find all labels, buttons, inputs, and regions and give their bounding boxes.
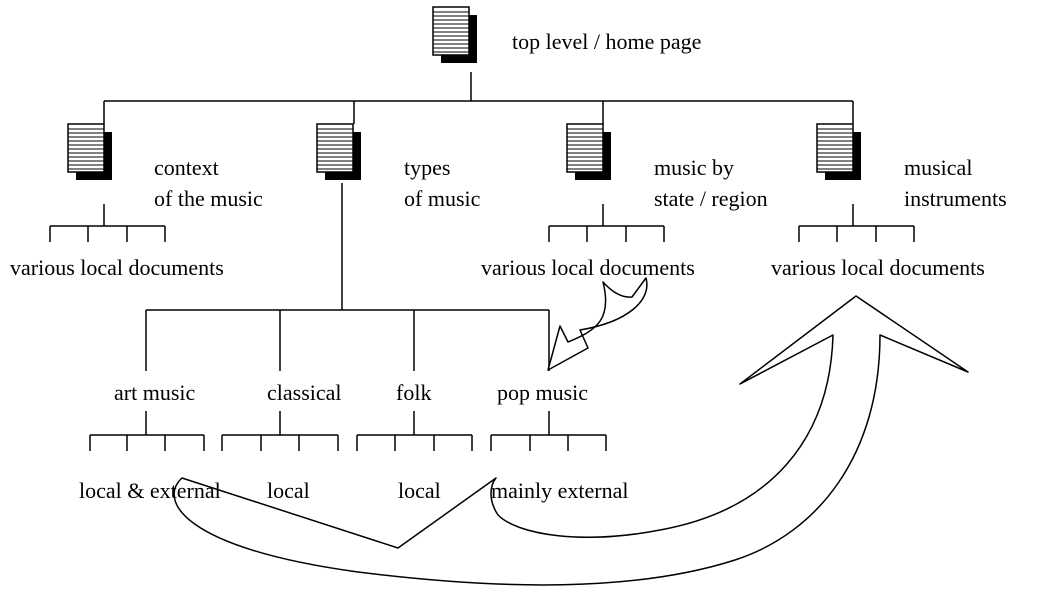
- type-pop-label: pop music: [497, 380, 589, 405]
- section-types-line2: of music: [404, 186, 481, 211]
- page-icon: [67, 123, 113, 181]
- root-label: top level / home page: [512, 29, 702, 54]
- section-context-line2: of the music: [154, 186, 263, 211]
- section-types-line1: types: [404, 155, 451, 180]
- link-arrow-external-to-instruments: [174, 296, 968, 585]
- page-icon: [566, 123, 612, 181]
- tree-connectors: [50, 72, 914, 451]
- page-icon: [432, 6, 478, 64]
- section-state-line2: state / region: [654, 186, 768, 211]
- type-classical-label: classical: [267, 380, 342, 405]
- classical-docs-label: local: [267, 478, 310, 503]
- section-instruments-line1: musical: [904, 155, 973, 180]
- link-arrow-state-to-pop: [548, 278, 647, 370]
- section-context-line1: context: [154, 155, 219, 180]
- section-state-line1: music by: [654, 155, 735, 180]
- pop-docs-label: mainly external: [491, 478, 629, 503]
- type-art-label: art music: [114, 380, 196, 405]
- page-icon: [816, 123, 862, 181]
- folk-docs-label: local: [398, 478, 441, 503]
- art-docs-label: local & external: [79, 478, 221, 503]
- state-docs-label: various local documents: [481, 255, 695, 280]
- page-icon: [316, 123, 362, 181]
- instruments-docs-label: various local documents: [771, 255, 985, 280]
- section-instruments-line2: instruments: [904, 186, 1007, 211]
- context-docs-label: various local documents: [10, 255, 224, 280]
- type-folk-label: folk: [396, 380, 432, 405]
